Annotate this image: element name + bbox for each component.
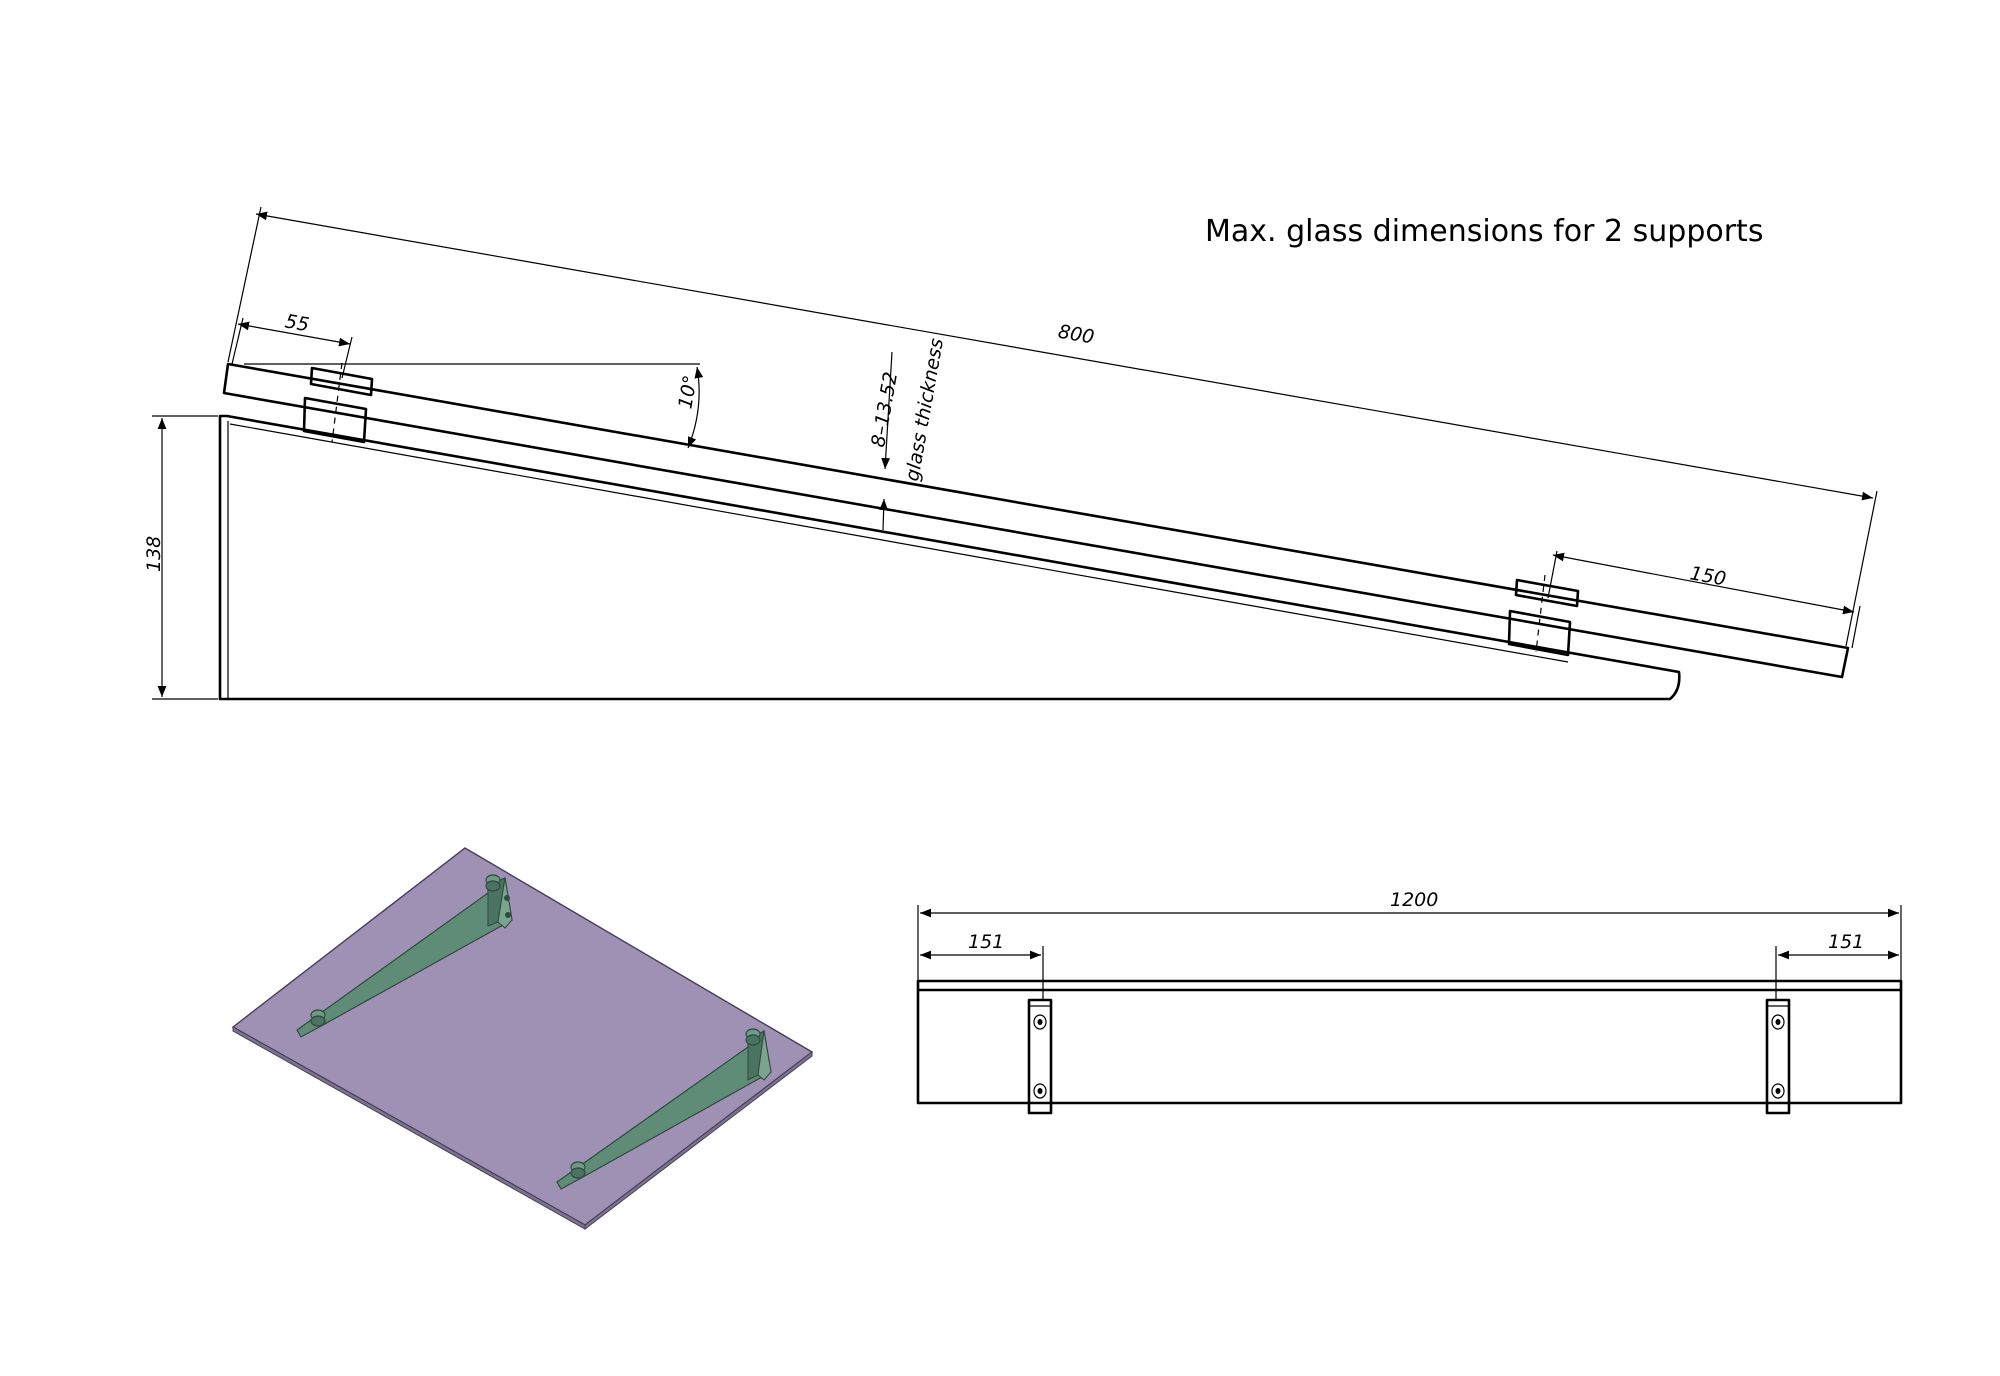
dim-150-label: 150 (1688, 562, 1728, 590)
bracket-right-iso (556, 1028, 772, 1190)
side-view: 800 55 10° 8–13.52 glass thickness 1 (143, 206, 1878, 701)
wall-profile (218, 414, 1681, 701)
dim-55-label: 55 (283, 310, 311, 336)
dim-thickness: 8–13.52 glass thickness (867, 337, 948, 531)
dim-800-label: 800 (1056, 321, 1096, 349)
dim-151-right-label: 151 (1828, 931, 1864, 953)
dim-150: 150 (1547, 550, 1861, 649)
thickness-value: 8–13.52 (867, 370, 902, 449)
right-bracket-front (1765, 998, 1791, 1115)
dim-151-left-label: 151 (968, 931, 1004, 953)
front-outline (916, 979, 1903, 1105)
dim-angle: 10° (244, 363, 704, 449)
dim-1200: 1200 (917, 889, 1902, 981)
dim-151-left: 151 (920, 931, 1044, 1000)
drawing-title: Max. glass dimensions for 2 supports (1205, 214, 1763, 249)
isometric-view (231, 847, 814, 1231)
glass-panel-side (222, 362, 1850, 679)
glass-panel-iso (231, 847, 814, 1226)
bracket-left-iso (296, 874, 513, 1038)
front-view: 1200 151 151 (916, 889, 1903, 1115)
dim-138-label: 138 (143, 536, 165, 572)
dim-151-right: 151 (1775, 931, 1899, 1000)
dim-800: 800 (227, 206, 1878, 647)
left-bracket-front (1027, 998, 1053, 1115)
dim-138: 138 (143, 415, 218, 700)
thickness-label: glass thickness (901, 337, 948, 483)
dim-55: 55 (231, 310, 353, 379)
dim-1200-label: 1200 (1390, 889, 1438, 911)
dim-angle-label: 10° (674, 374, 702, 411)
